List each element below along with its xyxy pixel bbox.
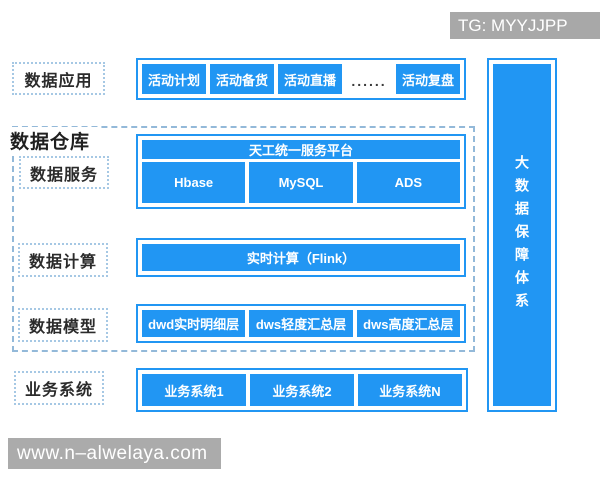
app-box-activity-live: 活动直播 [278, 64, 343, 94]
service-platform-box: 天工统一服务平台 [142, 140, 460, 159]
model-box-dwd-detail: dwd实时明细层 [142, 310, 246, 337]
app-box-activity-review: 活动复盘 [395, 64, 460, 94]
warehouse-title: 数据仓库 [8, 127, 99, 154]
label-data-model: 数据模型 [18, 308, 108, 342]
label-data-compute: 数据计算 [18, 243, 108, 277]
tg-watermark-badge: TG: MYYJJPP [450, 12, 600, 39]
business-box-n: 业务系统N [358, 374, 462, 406]
site-watermark: www.n–alwelaya.com [8, 438, 221, 469]
model-layer-container: dwd实时明细层 dws轻度汇总层 dws高度汇总层 [136, 304, 466, 343]
business-layer-container: 业务系统1 业务系统2 业务系统N [136, 368, 468, 412]
big-data-assurance-fill: 大数据保障体系 [493, 64, 551, 406]
label-data-service: 数据服务 [19, 156, 109, 189]
big-data-assurance-text: 大数据保障体系 [514, 154, 530, 316]
compute-layer-container: 实时计算（Flink） [136, 238, 466, 277]
label-business-system: 业务系统 [14, 371, 104, 405]
business-box-2: 业务系统2 [250, 374, 354, 406]
app-box-activity-stock: 活动备货 [210, 64, 275, 94]
compute-box-flink: 实时计算（Flink） [142, 244, 460, 271]
big-data-assurance-bar: 大数据保障体系 [487, 58, 557, 412]
service-layer-container: 天工统一服务平台 Hbase MySQL ADS [136, 134, 466, 209]
service-box-mysql: MySQL [249, 162, 353, 203]
service-box-hbase: Hbase [142, 162, 246, 203]
ellipsis-dots: ...... [351, 73, 387, 89]
model-box-dws-light: dws轻度汇总层 [249, 310, 353, 337]
label-data-application: 数据应用 [12, 62, 105, 95]
model-box-dws-high: dws高度汇总层 [356, 310, 460, 337]
app-layer-container: 活动计划 活动备货 活动直播 ...... 活动复盘 [136, 58, 466, 100]
service-box-ads: ADS [356, 162, 460, 203]
warehouse-dashed-container [12, 126, 475, 352]
app-box-activity-plan: 活动计划 [142, 64, 207, 94]
business-box-1: 业务系统1 [142, 374, 246, 406]
